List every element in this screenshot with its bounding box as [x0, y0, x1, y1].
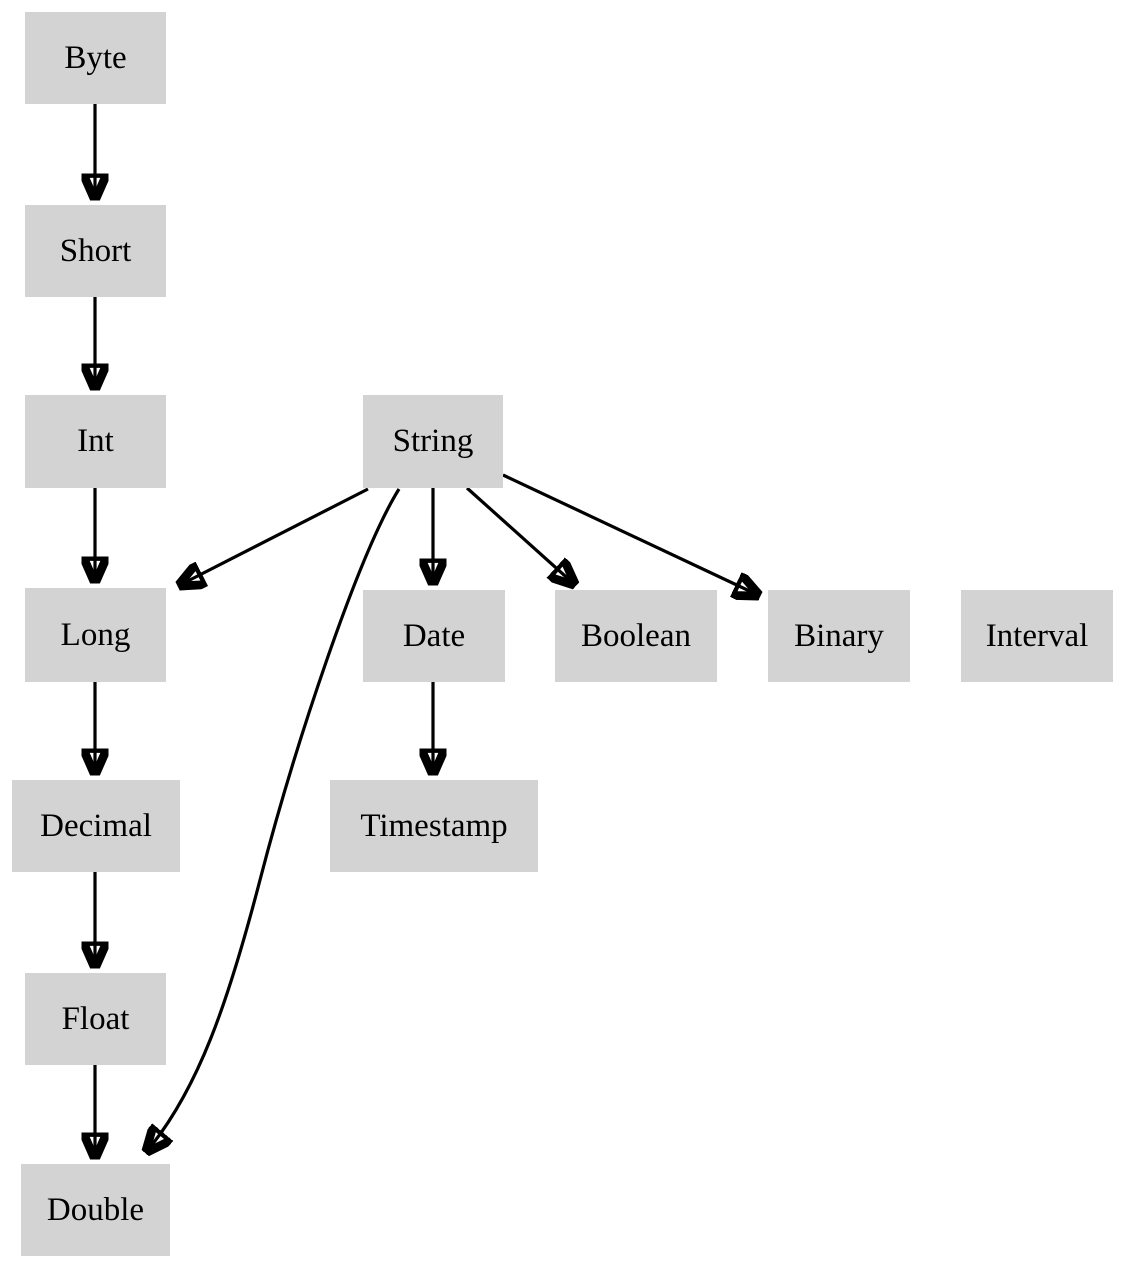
node-int: Int — [25, 395, 166, 488]
node-float: Float — [25, 973, 166, 1065]
node-byte: Byte — [25, 12, 166, 104]
node-binary: Binary — [768, 590, 910, 682]
node-decimal: Decimal — [12, 780, 180, 872]
node-long: Long — [25, 588, 166, 682]
edge-string-boolean — [465, 486, 574, 584]
node-boolean: Boolean — [555, 590, 717, 682]
edge-string-long — [180, 487, 369, 585]
node-string: String — [363, 395, 503, 488]
node-double: Double — [21, 1164, 170, 1256]
node-date: Date — [363, 590, 505, 682]
node-timestamp: Timestamp — [330, 780, 538, 872]
edge-string-binary — [502, 473, 758, 595]
node-short: Short — [25, 205, 166, 297]
node-interval: Interval — [961, 590, 1113, 682]
